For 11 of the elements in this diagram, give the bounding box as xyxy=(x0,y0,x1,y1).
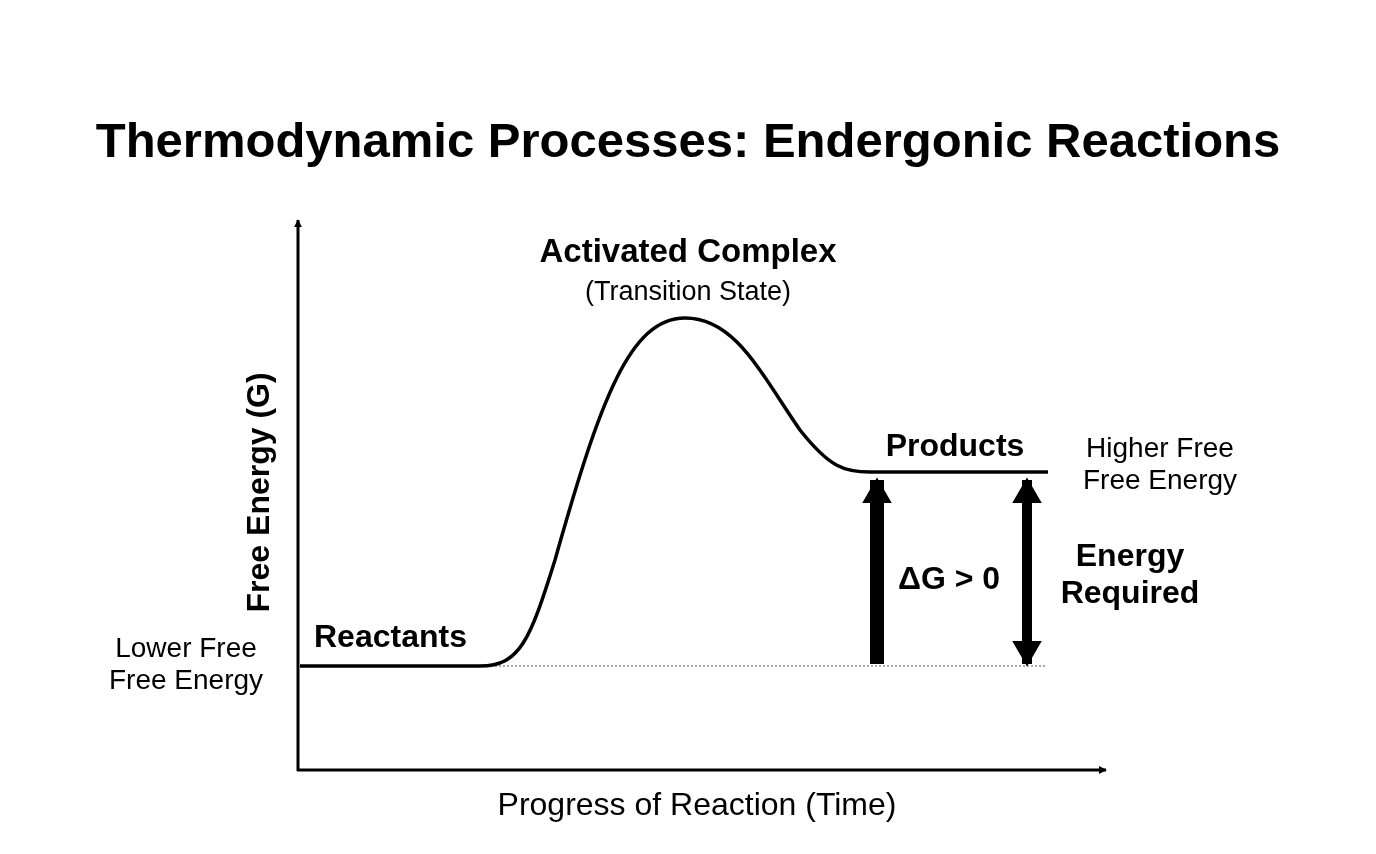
delta-g-label: ΔG > 0 xyxy=(898,560,1001,597)
products-label: Products xyxy=(884,427,1026,464)
title: Thermodynamic Processes: Endergonic Reactions xyxy=(94,112,1282,169)
peak-label: Activated Complex xyxy=(538,232,838,270)
energy-required-label: Energy Required xyxy=(1059,537,1201,611)
energy-level-label: Lower Free Free Energy xyxy=(107,632,265,697)
x-axis-label: Progress of Reaction (Time) xyxy=(496,786,898,823)
y-axis-label: Free Energy (G) xyxy=(239,371,277,615)
peak-sublabel: (Transition State) xyxy=(583,276,793,308)
reactants-label: Reactants xyxy=(314,618,467,655)
energy-level-label: Higher Free Free Energy xyxy=(1081,432,1239,497)
